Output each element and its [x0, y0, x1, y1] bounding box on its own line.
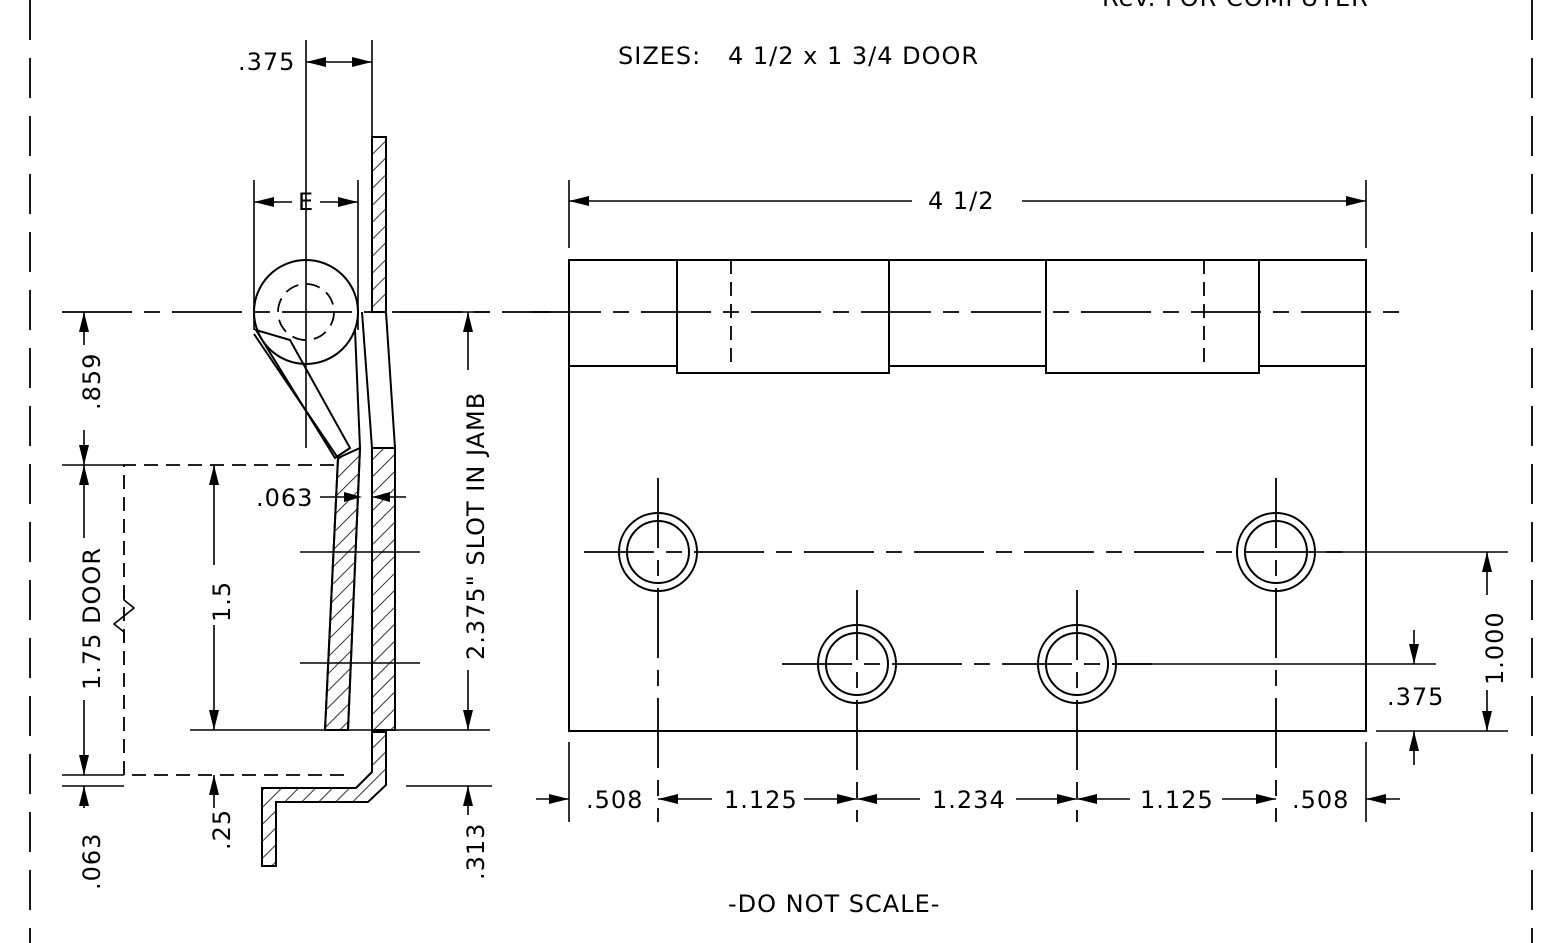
door-leaf-section	[323, 446, 362, 731]
dim-15: 1.5	[208, 581, 236, 622]
door-break	[112, 590, 136, 642]
door-hidden-outline	[123, 464, 348, 776]
dim-slot: 2.375" SLOT IN JAMB	[462, 392, 490, 660]
dim-063-top: .063	[256, 484, 313, 512]
side-view: .375 E .063 .859 1.75 DOOR .063	[62, 40, 550, 890]
sizes-label: SIZES:	[618, 42, 701, 70]
dim-top-offset: .375	[238, 48, 295, 76]
dim-063-bottom: .063	[78, 833, 106, 890]
sizes-value: 4 1/2 x 1 3/4 DOOR	[728, 42, 979, 70]
front-view: 4 1/2 1.000 .375 .508 1.125	[531, 180, 1509, 822]
knuckle-right	[1045, 259, 1260, 374]
dim-door: 1.75 DOOR	[78, 547, 106, 690]
bottom-dim-2: 1.125	[724, 786, 798, 814]
dim-width: 4 1/2	[928, 187, 995, 215]
dim-313: .313	[462, 823, 490, 880]
bottom-tab	[261, 731, 387, 867]
bottom-dim-4: 1.125	[1140, 786, 1214, 814]
dim-375-right: .375	[1387, 683, 1444, 711]
dim-859: .859	[78, 353, 106, 410]
do-not-scale-note: -DO NOT SCALE-	[728, 890, 940, 918]
jamb-leaf-top	[371, 136, 387, 313]
bottom-chain-dimensions: .508 1.125 1.234 1.125 .508	[536, 786, 1400, 814]
dim-e: E	[298, 188, 314, 216]
drawing-border	[29, 0, 1533, 943]
dim-1000: 1.000	[1481, 611, 1509, 685]
bottom-dim-1: .508	[586, 786, 643, 814]
jamb-leaf-section	[371, 447, 396, 731]
rev-note: Rev. FOR COMPUTER	[1102, 0, 1369, 12]
knuckle-left	[676, 259, 890, 374]
bottom-dim-5: .508	[1292, 786, 1349, 814]
bottom-dim-3: 1.234	[932, 786, 1006, 814]
dim-25: .25	[208, 809, 236, 850]
hinge-outline	[568, 259, 1367, 732]
